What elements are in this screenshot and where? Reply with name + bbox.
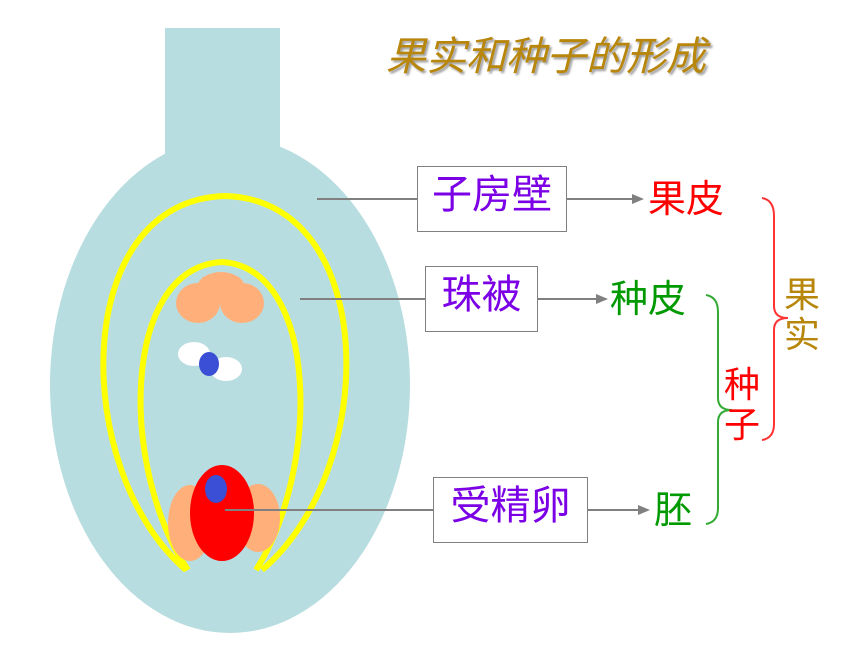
embryo-label: 胚	[654, 488, 693, 532]
fruit-brace	[761, 197, 789, 441]
seed-coat-label: 种皮	[610, 277, 687, 321]
arrow-ovary-wall	[566, 194, 644, 204]
ovary-wall-box: 子房壁	[417, 166, 567, 232]
integument-box: 珠被	[425, 266, 538, 332]
antipodal-cell	[197, 272, 245, 304]
page-title: 果实和种子的形成	[386, 34, 706, 80]
fertilized-egg-box: 受精卵	[433, 477, 588, 543]
arrow-integument	[538, 294, 608, 304]
inner-integument-outline	[137, 258, 304, 572]
egg-nucleus	[205, 475, 227, 503]
pericarp-label: 果皮	[648, 177, 725, 221]
central-nucleus	[199, 352, 219, 376]
arrow-egg	[588, 505, 650, 515]
seed-brace	[705, 294, 733, 525]
fruit-group-label: 果实	[783, 275, 820, 356]
outer-integument-outline	[100, 192, 350, 573]
seed-group-label: 种子	[723, 365, 760, 446]
